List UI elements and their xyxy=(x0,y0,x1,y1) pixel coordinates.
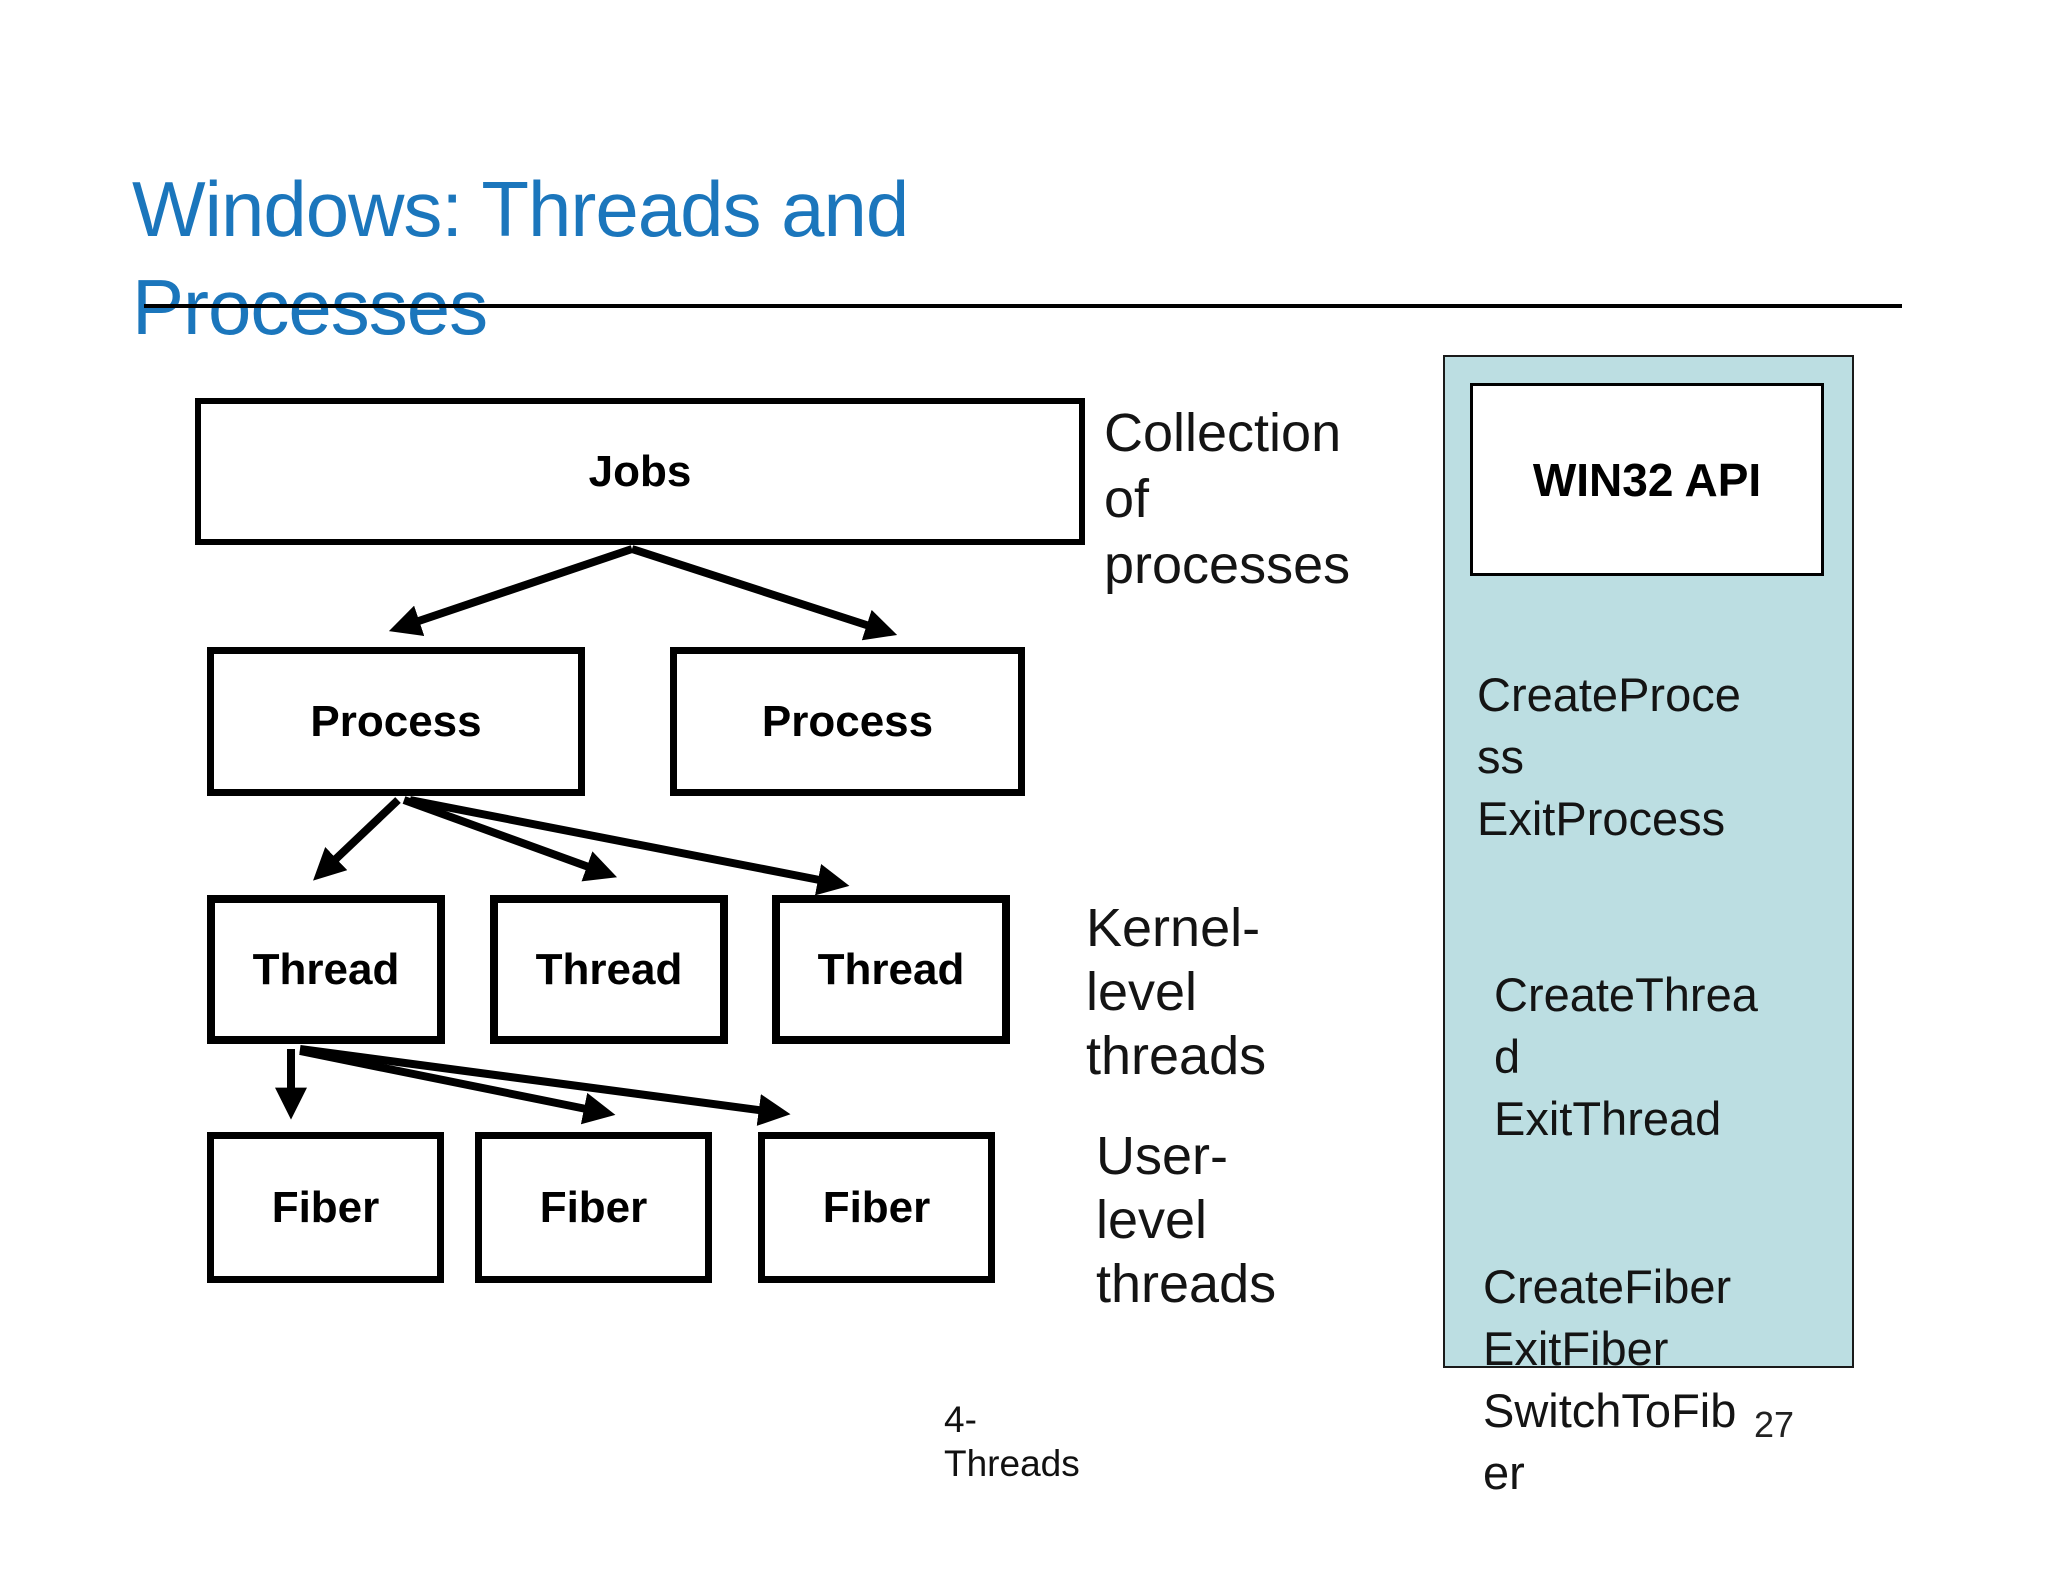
win32-api-box: WIN32 API xyxy=(1470,383,1824,576)
jobs-label: Jobs xyxy=(588,446,692,496)
jobs-box: Jobs xyxy=(195,398,1085,545)
fiber-box-2: Fiber xyxy=(475,1132,712,1283)
api-process-functions: CreateProce ss ExitProcess xyxy=(1477,668,1741,845)
fiber-box-3: Fiber xyxy=(758,1132,995,1283)
kernel-threads-annotation: Kernel- level threads xyxy=(1086,898,1267,1086)
thread-box-2: Thread xyxy=(490,895,728,1044)
page-number: 27 xyxy=(1754,1404,1795,1445)
api-thread-functions: CreateThrea d ExitThread xyxy=(1494,968,1758,1145)
fiber-label-3: Fiber xyxy=(822,1182,931,1232)
footer-lesson-label: 4- Threads xyxy=(944,1399,1080,1484)
fiber-label-2: Fiber xyxy=(539,1182,648,1232)
thread-box-3: Thread xyxy=(772,895,1010,1044)
process-label-2: Process xyxy=(761,696,934,746)
thread-box-1: Thread xyxy=(207,895,445,1044)
process-box-1: Process xyxy=(207,647,585,796)
thread-label-3: Thread xyxy=(817,944,965,994)
thread-label-1: Thread xyxy=(252,944,400,994)
win32-api-label: WIN32 API xyxy=(1532,453,1762,506)
api-fiber-functions: CreateFiber ExitFiber SwitchToFib er xyxy=(1483,1260,1737,1499)
fiber-box-1: Fiber xyxy=(207,1132,444,1283)
thread-label-2: Thread xyxy=(535,944,683,994)
user-threads-annotation: User- level threads xyxy=(1096,1126,1277,1314)
page-title: Windows: Threads and Processes xyxy=(132,165,909,351)
process-label-1: Process xyxy=(310,696,482,746)
fiber-label-1: Fiber xyxy=(271,1182,380,1232)
collection-annotation: Collection of processes xyxy=(1104,403,1351,595)
process-box-2: Process xyxy=(670,647,1025,796)
title-underline xyxy=(144,304,1902,308)
